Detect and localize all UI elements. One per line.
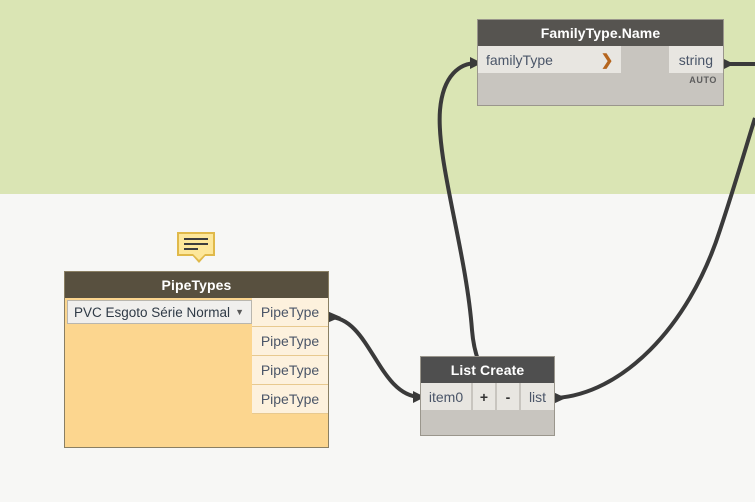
- node-familytype-name-ports: familyType ❯ string: [478, 46, 723, 73]
- remove-input-button[interactable]: -: [497, 383, 521, 410]
- port-output-list-label: list: [528, 388, 547, 405]
- port-output-pipetype-1[interactable]: PipeType: [252, 327, 328, 356]
- node-list-create-title: List Create: [421, 357, 554, 383]
- note-line-2: [184, 243, 208, 245]
- add-input-button-label: +: [479, 388, 489, 405]
- chevron-right-icon: ❯: [600, 51, 614, 69]
- port-gap-spacer: [621, 46, 669, 73]
- remove-input-button-label: -: [505, 388, 511, 405]
- port-output-string-label: string: [678, 51, 713, 68]
- node-list-create[interactable]: List Create item0 + - list: [420, 356, 555, 436]
- node-list-create-ports: item0 + - list: [421, 383, 554, 410]
- port-input-item0-label: item0: [428, 388, 464, 405]
- port-output-pipetype-2[interactable]: PipeType: [252, 356, 328, 385]
- port-input-familytype-label: familyType: [486, 51, 553, 68]
- node-pipetypes-left-column: PVC Esgoto Série Normal ▼: [65, 298, 252, 447]
- note-line-3: [184, 248, 199, 250]
- node-pipetypes[interactable]: PipeTypes PVC Esgoto Série Normal ▼ Pipe…: [64, 271, 329, 448]
- pipetype-select-value: PVC Esgoto Série Normal: [74, 304, 231, 320]
- node-familytype-name-title: FamilyType.Name: [478, 20, 723, 46]
- port-arrow-pipetype-out: [327, 311, 341, 323]
- port-output-pipetype-3[interactable]: PipeType: [252, 385, 328, 414]
- port-output-string[interactable]: string: [668, 46, 723, 73]
- port-output-pipetype-0[interactable]: PipeType: [252, 298, 328, 327]
- pipetype-select-dropdown[interactable]: PVC Esgoto Série Normal ▼: [67, 300, 252, 324]
- node-pipetypes-body: PVC Esgoto Série Normal ▼ PipeType PipeT…: [65, 298, 328, 447]
- node-pipetypes-output-ports: PipeType PipeType PipeType PipeType: [252, 298, 328, 447]
- wire-pipetypes-to-listcreate: [328, 315, 421, 399]
- node-familytype-name[interactable]: FamilyType.Name familyType ❯ string AUTO: [477, 19, 724, 106]
- port-output-list[interactable]: list: [521, 383, 554, 410]
- note-lines-group: [179, 234, 213, 250]
- add-input-button[interactable]: +: [473, 383, 497, 410]
- node-familytype-name-execution-mode: AUTO: [689, 75, 717, 85]
- note-line-1: [184, 238, 208, 240]
- node-pipetypes-title: PipeTypes: [65, 272, 328, 298]
- port-input-familytype[interactable]: familyType ❯: [478, 46, 622, 73]
- note-balloon-icon[interactable]: [177, 232, 215, 263]
- port-input-item0[interactable]: item0: [421, 383, 473, 410]
- node-pipetypes-port-filler: [252, 414, 328, 447]
- chevron-down-icon: ▼: [235, 307, 244, 317]
- note-tail-inner: [193, 254, 205, 260]
